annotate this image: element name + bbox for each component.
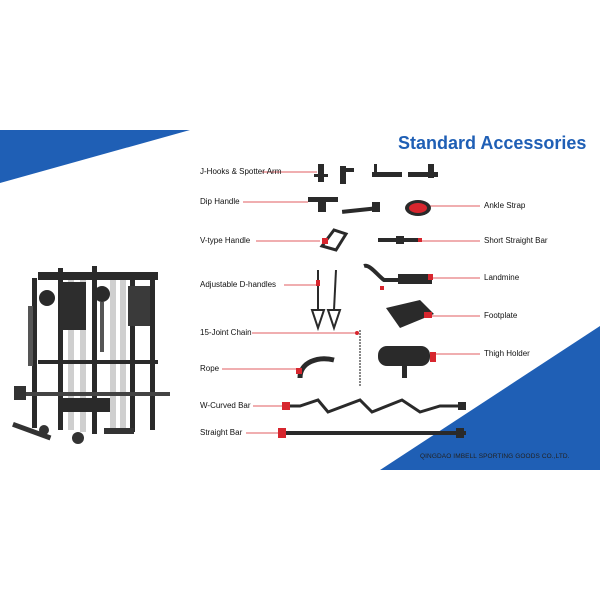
slide-graphics bbox=[0, 130, 600, 470]
top-left-blue-band bbox=[0, 130, 190, 183]
label-j-hooks: J-Hooks & Spotter Arm bbox=[200, 167, 282, 176]
footplate-image bbox=[386, 300, 434, 328]
label-dip-handle: Dip Handle bbox=[200, 197, 240, 206]
chain-image bbox=[355, 330, 361, 386]
label-landmine: Landmine bbox=[484, 273, 520, 282]
ankle-strap-image bbox=[405, 200, 431, 216]
label-straight-bar: Straight Bar bbox=[200, 428, 243, 437]
v-type-handle-image bbox=[319, 228, 349, 252]
label-footplate: Footplate bbox=[484, 311, 518, 320]
company-name: QINGDAO IMBELL SPORTING GOODS CO.,LTD. bbox=[420, 453, 570, 460]
label-thigh-holder: Thigh Holder bbox=[484, 349, 530, 358]
label-v-type-handle: V-type Handle bbox=[200, 236, 251, 245]
label-ankle-strap: Ankle Strap bbox=[484, 201, 526, 210]
d-handles-image bbox=[310, 269, 342, 332]
w-curved-bar-image bbox=[282, 398, 466, 414]
pointer-lines bbox=[222, 171, 480, 434]
label-d-handles: Adjustable D-handles bbox=[200, 280, 277, 289]
thigh-holder-image bbox=[378, 346, 436, 378]
short-straight-bar-image bbox=[378, 236, 422, 244]
j-hooks-spotter-image bbox=[314, 164, 438, 184]
dip-handle-image bbox=[308, 197, 380, 214]
smith-machine-image bbox=[12, 266, 170, 444]
slide-title: Standard Accessories bbox=[398, 133, 587, 153]
straight-bar-image bbox=[278, 428, 466, 438]
rope-image bbox=[296, 356, 335, 379]
label-rope: Rope bbox=[200, 364, 220, 373]
accessories-slide: Standard Accessories J-Hooks & Spotter A… bbox=[0, 130, 600, 470]
label-w-curved-bar: W-Curved Bar bbox=[200, 401, 251, 410]
landmine-image bbox=[363, 263, 433, 290]
label-short-straight-bar: Short Straight Bar bbox=[484, 236, 548, 245]
label-chain: 15-Joint Chain bbox=[200, 328, 252, 337]
